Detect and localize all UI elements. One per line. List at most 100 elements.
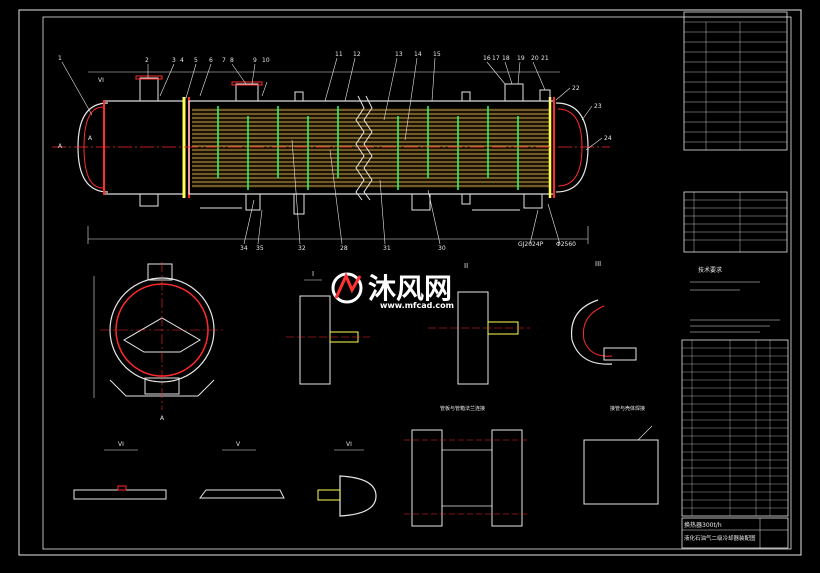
watermark-url: www.mfcad.com bbox=[380, 301, 454, 310]
callout-35: 35 bbox=[256, 245, 264, 252]
detail-vi-a-title: VI bbox=[118, 441, 124, 448]
callout-section-a-far: A bbox=[58, 143, 63, 150]
parts-list-table bbox=[681, 339, 789, 517]
callout-12: 12 bbox=[353, 51, 361, 58]
callout-13: 13 bbox=[395, 51, 403, 58]
detail-i-title: I bbox=[312, 270, 314, 278]
callout-20: 20 bbox=[531, 55, 539, 62]
nozzle-top-4 bbox=[539, 89, 551, 102]
callout-19: 19 bbox=[517, 55, 525, 62]
detail-ii-title: II bbox=[464, 262, 468, 270]
callout-10: 10 bbox=[262, 57, 270, 64]
tube-bundle-bg bbox=[192, 108, 550, 188]
callout-numbers: 1 2 3 4 5 6 7 8 9 10 11 12 13 14 15 16 1… bbox=[58, 51, 612, 252]
baffle-plates bbox=[217, 106, 519, 190]
tech-req-title: 技术要求 bbox=[698, 266, 722, 274]
nozzle-top-3 bbox=[504, 83, 524, 102]
right-head-inner bbox=[557, 108, 583, 187]
nozzle-weld-detail: 接管与壳体焊接 bbox=[583, 405, 659, 505]
nozzle-table bbox=[683, 191, 788, 253]
detail-view-v: V bbox=[199, 441, 285, 499]
nozzle-top-2-flange bbox=[231, 81, 263, 86]
nozzle-bottom-3 bbox=[411, 193, 431, 211]
nozzle-bottom-4 bbox=[523, 193, 543, 209]
right-head-outline bbox=[555, 102, 589, 193]
flange-plate-left bbox=[411, 429, 443, 527]
watermark: 沐风网 www.mfcad.com bbox=[331, 272, 454, 310]
break-line-left bbox=[355, 95, 365, 201]
nozzle-weld-title: 接管与壳体焊接 bbox=[610, 405, 645, 412]
callout-17: 17 bbox=[492, 55, 500, 62]
detail-view-vi-b: VI bbox=[317, 441, 377, 517]
detail-view-iii: III bbox=[570, 260, 637, 365]
detail-iii-curve-inner bbox=[582, 305, 613, 357]
section-label-a: A bbox=[160, 415, 165, 422]
callout-15: 15 bbox=[433, 51, 441, 58]
nozzle-top-1 bbox=[139, 77, 159, 102]
callout-14: 14 bbox=[414, 51, 422, 58]
title-block: 换热器300t/h 液化石油气二级冷却器装配图 bbox=[681, 517, 789, 549]
detail-iii-title: III bbox=[595, 260, 601, 268]
vent-nozzle-2 bbox=[461, 91, 471, 102]
technical-requirements: 技术要求 bbox=[690, 266, 780, 333]
detail-v-title: V bbox=[236, 441, 241, 448]
nozzle-top-1-flange bbox=[135, 75, 163, 80]
callout-30: 30 bbox=[438, 245, 446, 252]
dim-note-phi: Φ2560 bbox=[556, 241, 576, 248]
detail-i-plate bbox=[299, 295, 331, 385]
callout-28: 28 bbox=[340, 245, 348, 252]
title-block-name: 液化石油气二级冷却器装配图 bbox=[684, 534, 756, 542]
callout-11: 11 bbox=[335, 51, 343, 58]
callout-9: 9 bbox=[253, 57, 257, 64]
detail-vi-b-title: VI bbox=[346, 441, 352, 448]
flange-detail-title: 管板与管箱法兰连接 bbox=[440, 405, 485, 412]
detail-view-i: I bbox=[286, 270, 370, 385]
flange-plate-right bbox=[491, 429, 523, 527]
drawing-inner-frame bbox=[42, 16, 792, 550]
leader-lines bbox=[61, 57, 603, 245]
drain-nozzle-1 bbox=[293, 193, 305, 215]
section-view-a-a: A bbox=[93, 262, 226, 422]
detail-iii-curve-outer bbox=[570, 299, 613, 365]
callout-31: 31 bbox=[383, 245, 391, 252]
square-plate bbox=[583, 439, 659, 505]
watermark-brand: 沐风网 bbox=[368, 272, 452, 305]
callout-4: 4 bbox=[180, 57, 184, 64]
detail-vi-a-plate bbox=[73, 489, 167, 500]
callout-16: 16 bbox=[483, 55, 491, 62]
callout-8: 8 bbox=[230, 57, 234, 64]
heat-exchanger-main-view: 1 2 3 4 5 6 7 8 9 10 11 12 13 14 15 16 1… bbox=[52, 51, 612, 252]
callout-23: 23 bbox=[594, 103, 602, 110]
callout-21: 21 bbox=[541, 55, 549, 62]
callout-5: 5 bbox=[194, 57, 198, 64]
title-block-prefix: 换热器300t/h bbox=[684, 521, 722, 529]
callout-32: 32 bbox=[298, 245, 306, 252]
detail-ii-tube bbox=[487, 321, 519, 335]
detail-iii-flange bbox=[603, 347, 637, 361]
pass-partition bbox=[123, 317, 201, 353]
callout-vi-label: VI bbox=[98, 77, 104, 84]
detail-v-plate bbox=[199, 489, 285, 499]
callout-22: 22 bbox=[572, 85, 580, 92]
callout-6: 6 bbox=[209, 57, 213, 64]
nozzle-top-2 bbox=[235, 83, 259, 102]
vent-nozzle-1 bbox=[294, 91, 304, 102]
mfcad-logo-icon bbox=[331, 272, 363, 304]
detail-view-ii: II bbox=[428, 262, 530, 385]
detail-ii-plate bbox=[457, 291, 489, 385]
break-line-right bbox=[363, 95, 373, 201]
callout-1: 1 bbox=[58, 55, 62, 62]
section-nozzle-top bbox=[147, 263, 173, 281]
drain-nozzle-2 bbox=[461, 193, 471, 205]
left-head-inner bbox=[83, 106, 104, 189]
callout-18: 18 bbox=[502, 55, 510, 62]
design-data-table bbox=[683, 11, 788, 151]
nozzle-bottom-2 bbox=[245, 193, 261, 211]
nozzle-bottom-1 bbox=[139, 193, 159, 207]
detail-vi-b-cap bbox=[339, 475, 377, 517]
flange-detail-view: 管板与管箱法兰连接 bbox=[404, 405, 530, 527]
callout-24: 24 bbox=[604, 135, 612, 142]
callout-34: 34 bbox=[240, 245, 248, 252]
dim-note-gj2024p: GJ2024P bbox=[518, 241, 544, 248]
